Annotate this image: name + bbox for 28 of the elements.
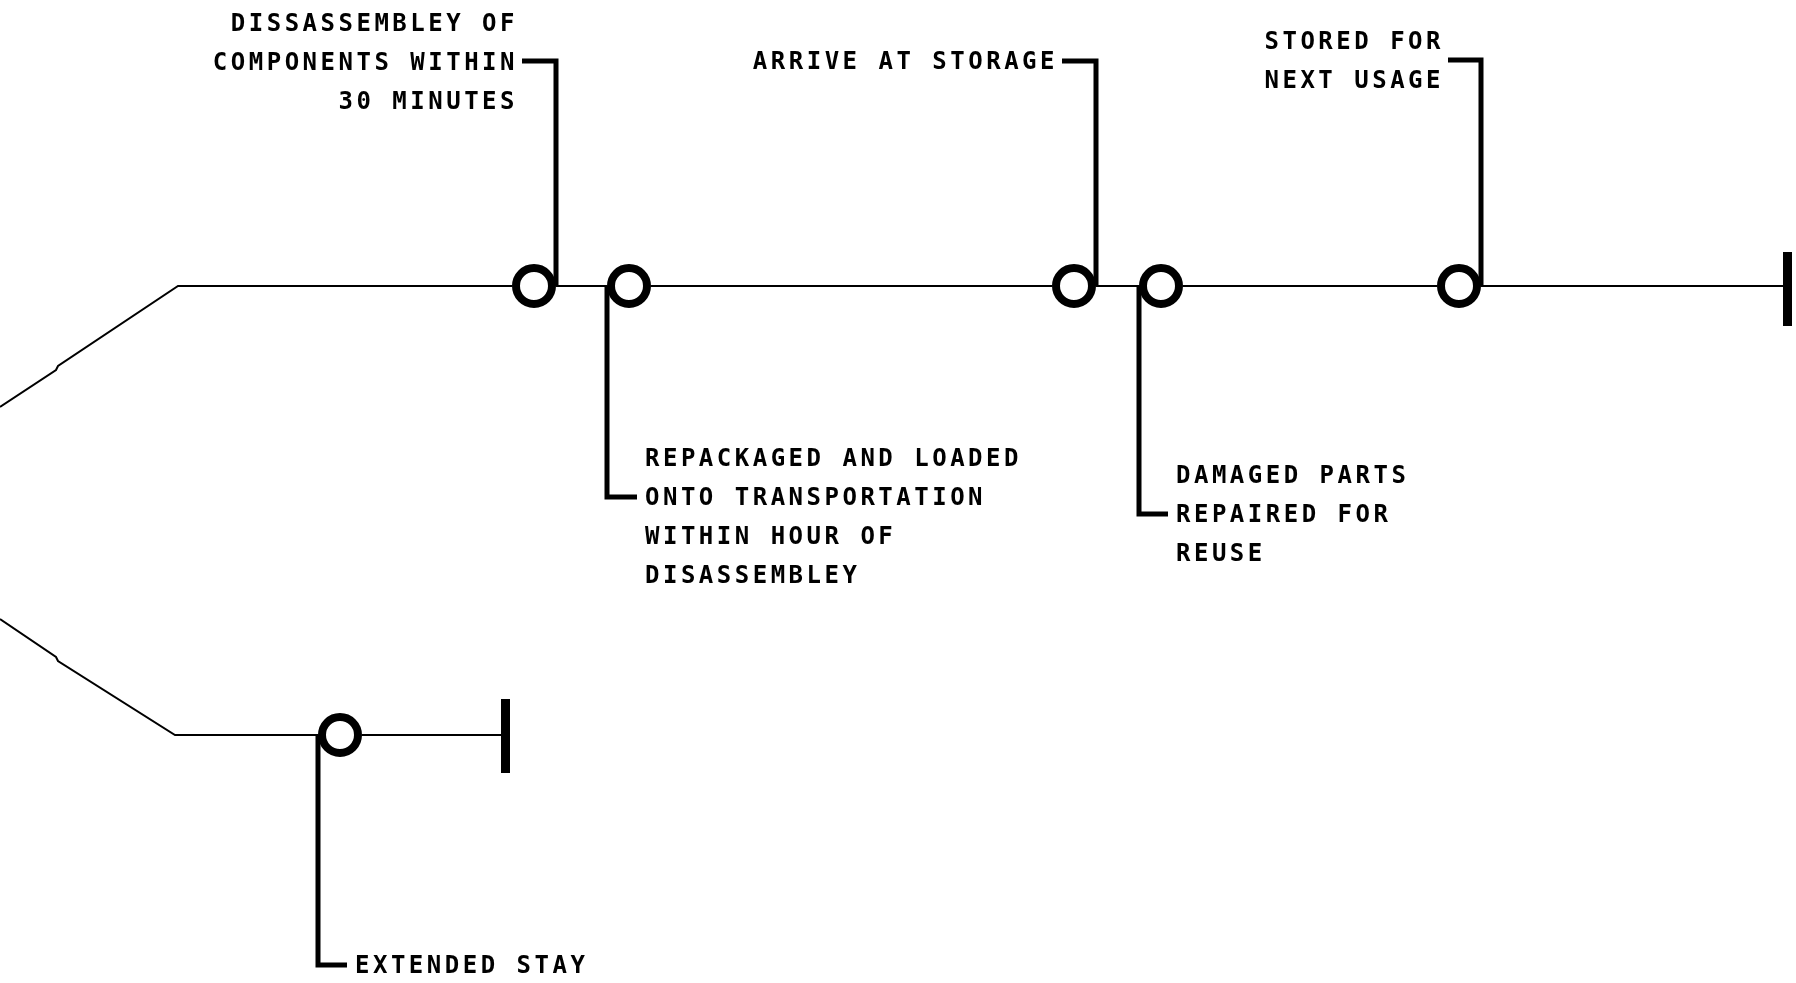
timeline-line [1182,285,1438,287]
timeline-line [361,734,502,736]
step-label: EXTENDED STAY [355,946,645,983]
timeline-line [555,285,608,287]
timeline-line [0,618,319,736]
end-bar [501,699,510,773]
timeline-point [1139,264,1183,308]
step-label: DISSASSEMBLEY OF COMPONENTS WITHIN 30 MINUTES [173,4,518,121]
timeline-point [607,264,651,308]
timeline-line [1095,285,1140,287]
leader-line [604,286,637,500]
timeline-point [318,713,362,757]
step-label: STORED FOR NEXT USAGE [1219,22,1444,100]
timeline-line [650,285,1053,287]
timeline-line [0,285,513,408]
timeline-point [512,264,556,308]
timeline-point [1437,264,1481,308]
timeline-point [1052,264,1096,308]
leader-line [315,735,347,968]
leader-line [1062,58,1099,286]
step-label: ARRIVE AT STORAGE [680,42,1058,81]
step-label: DAMAGED PARTS REPAIRED FOR REUSE [1176,456,1451,573]
leader-line [1448,57,1484,286]
step-label: REPACKAGED AND LOADED ONTO TRANSPORTATION WITHIN HOUR OF DISASSEMBLEY [645,439,1070,595]
leader-line [522,58,559,286]
end-bar [1783,252,1792,326]
leader-line [1136,286,1168,517]
timeline-line [1480,285,1784,287]
